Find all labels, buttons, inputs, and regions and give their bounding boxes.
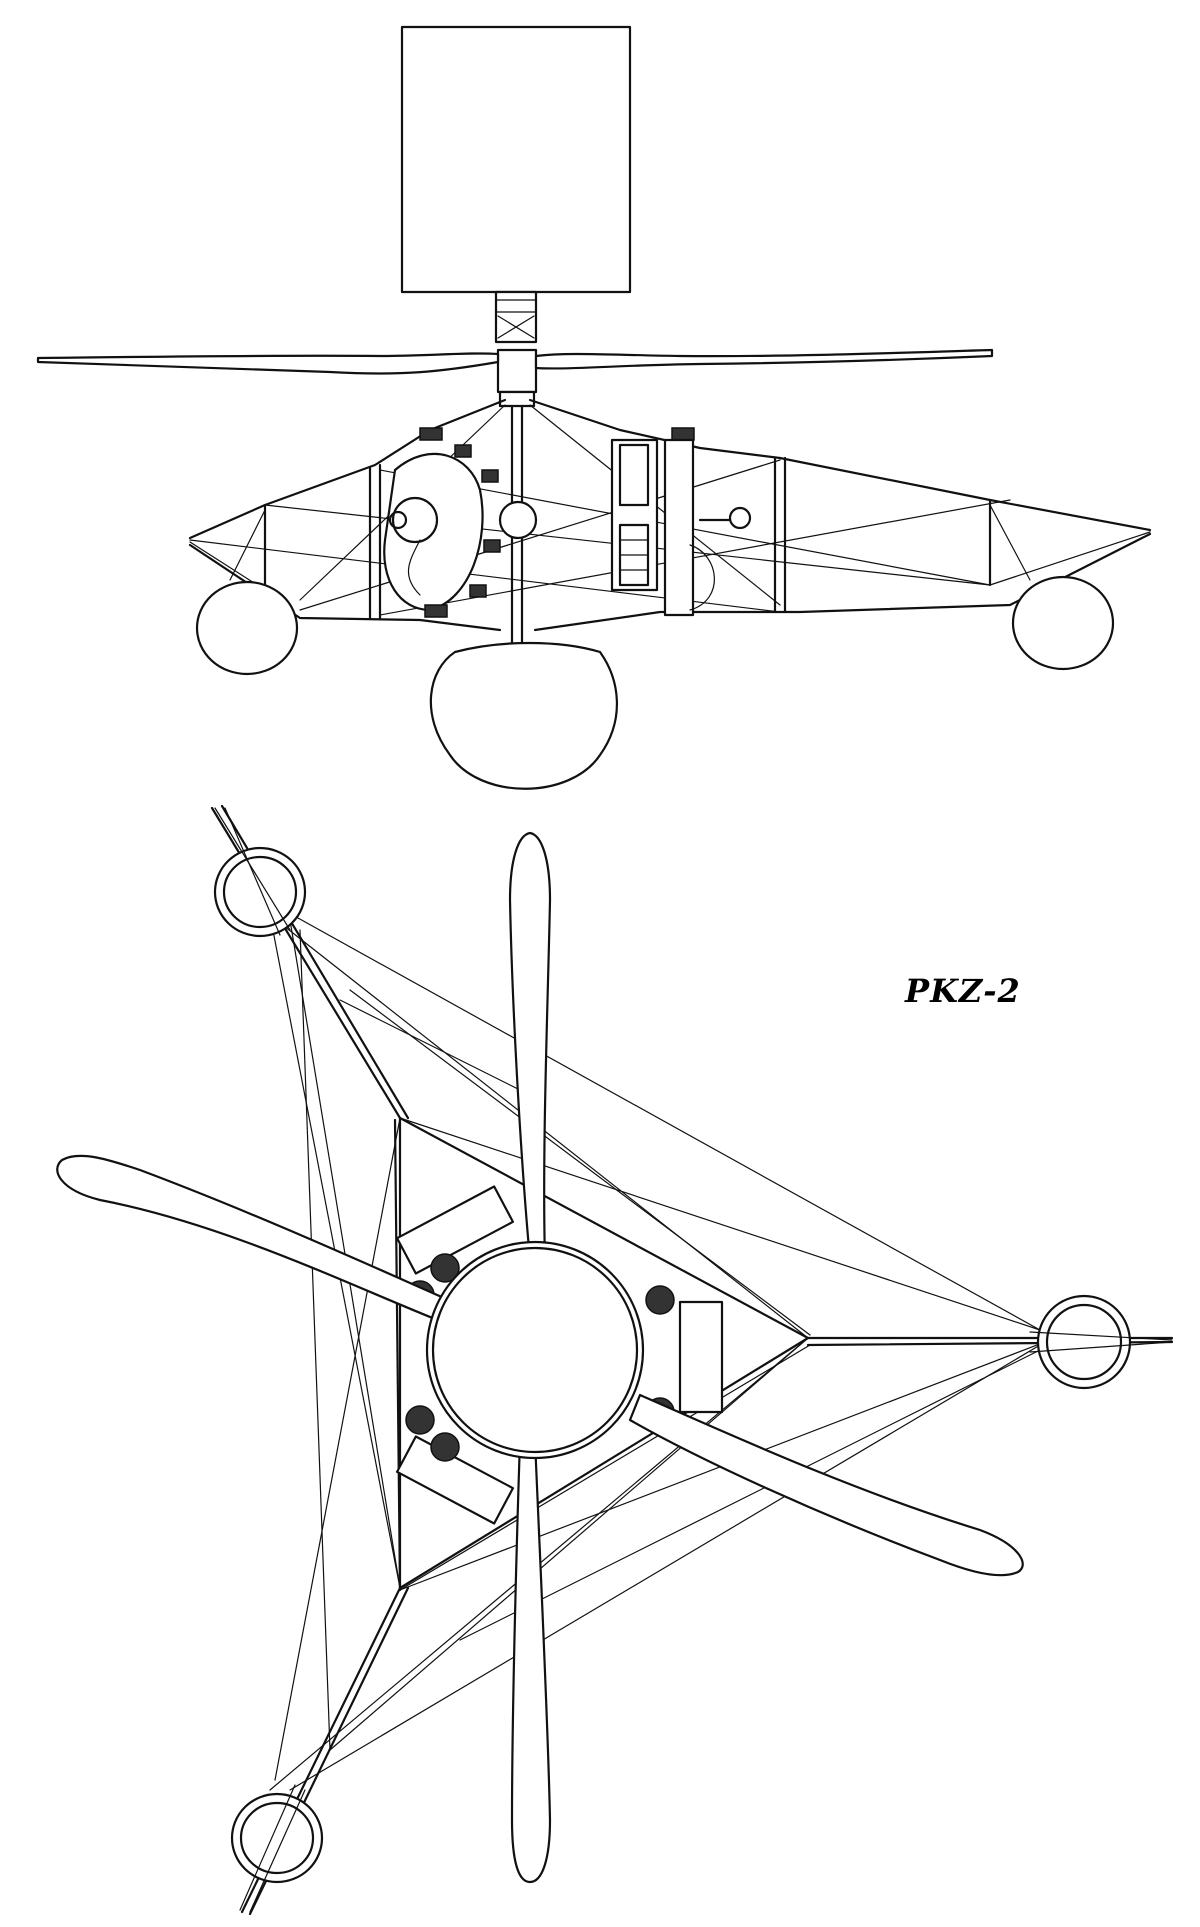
left-engine [383, 427, 538, 618]
plan-rotor-blade-right [628, 1393, 1024, 1577]
plan-view [56, 804, 1174, 1916]
float-right [1011, 575, 1115, 671]
rotor-blade-left [36, 352, 500, 375]
observation-box [400, 25, 632, 294]
rotor-blade-right [534, 348, 994, 370]
plan-float-bottom-left [230, 1784, 324, 1913]
plan-central-hub [425, 1240, 645, 1460]
plan-frame [398, 1116, 810, 1590]
float-left [195, 580, 299, 676]
figure-caption: PKZ-2 [905, 972, 1021, 1010]
rotor-mast-hub [494, 290, 538, 408]
plan-float-right [1029, 1294, 1173, 1390]
plan-bracing [269, 907, 1051, 1791]
side-elevation-view [36, 25, 1152, 790]
right-engine [610, 427, 752, 617]
plan-rotor-blade-top [508, 831, 552, 1262]
plan-rotor-blade-bottom [510, 1438, 552, 1884]
plan-float-top-left [213, 807, 307, 938]
plan-engines [395, 1185, 724, 1525]
float-center [429, 641, 619, 790]
plan-rotor-blade-left [56, 1154, 462, 1327]
